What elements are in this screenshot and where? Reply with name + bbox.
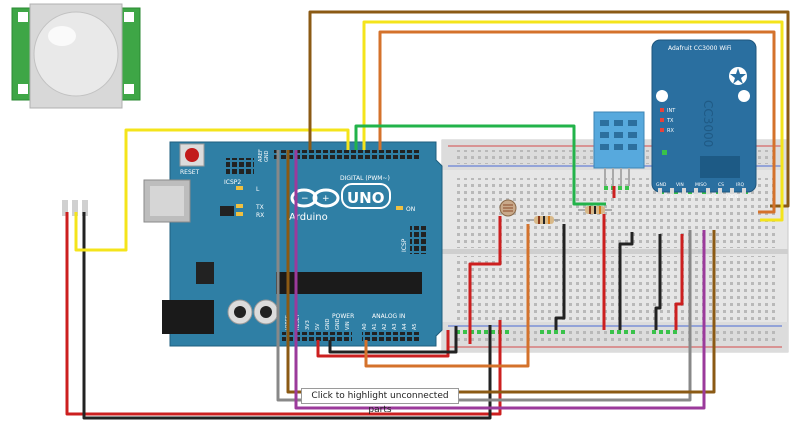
icsp2-header [226,158,254,176]
3v3-label: 3V3 [305,320,311,330]
brown-wire [286,150,716,394]
5v-label: 5V [315,323,321,330]
pir-gnd-wire [82,212,492,420]
cc3000-chip-label: CC3000 [701,100,715,147]
pir-signal-wire [74,128,350,252]
jumper-black [554,224,566,330]
cc3000-pin-irq: IRQ [736,182,744,188]
grey-wire [276,150,692,402]
cc3000-pin-miso: MISO [695,182,707,188]
svg-text:+: + [322,194,330,204]
cc3000-irq-wire [362,20,784,222]
power-label: POWER [332,313,354,320]
jumper-red [674,234,684,330]
purple-wire [294,150,706,410]
power-pin-header [282,332,352,341]
dht-sensor [593,111,645,186]
cc3000-star-logo [729,67,747,85]
cc3000-wifi-board: Adafruit CC3000 WiFi INT TX RX CC3000 GN… [651,39,757,200]
cc3000-pin-gnd: GND [656,182,667,188]
cc3000-cs-wire [378,30,776,214]
cc3000-pin-clk: CLK [686,194,696,200]
a2-label: A2 [382,323,388,330]
cc3000-led-int: INT [667,108,676,114]
aref-label: AREF [258,149,264,162]
brand-label: Arduino [289,212,328,223]
l-led-label: L [256,186,260,193]
analog-wire [364,224,530,368]
reset-button-cap[interactable] [185,148,199,162]
pir-dome [33,11,119,97]
cc3000-led-tx: TX [666,118,674,124]
atmega-chip [276,272,422,294]
digital-label: DIGITAL (PWM~) [340,175,390,182]
cc3000-title: Adafruit CC3000 WiFi [668,45,732,52]
gnd-top-label: GND [264,150,270,162]
dht-data-wire [354,124,606,206]
resistor [526,216,560,224]
jumper-black [654,234,662,330]
arduino-logo: − + [290,188,340,208]
model-label: UNO [347,189,385,207]
a3-label: A3 [392,323,398,330]
dc-power-jack [162,300,214,334]
rx-led-label: RX [256,212,264,219]
reset-pin-label: RESET [295,313,301,330]
wires [65,10,790,420]
arduino-uno-board: RESET ICSP2 L TX RX AREF GND DIGITAL (PW… [143,141,443,347]
vin-label: VIN [345,321,351,330]
on-led-label: ON [406,206,415,213]
5v-wire [316,330,450,358]
tx-led-label: TX [255,204,264,211]
jumper-black [618,232,634,330]
resistor [578,206,612,214]
icsp-header [410,226,428,254]
a4-label: A4 [402,323,408,330]
digital-pin-header [272,150,420,159]
cc3000-pin-3v3: 3V3 [664,194,673,200]
svg-text:−: − [301,194,309,204]
a5-label: A5 [412,323,418,330]
jumper-red [468,216,502,344]
cc3000-pin-vben: VBEN [726,194,738,200]
gnd-label: GND [335,318,341,330]
gnd-label: GND [325,318,331,330]
reset-label: RESET [180,169,200,176]
analog-pin-header [362,332,420,341]
gnd-wire [328,326,458,354]
highlight-unconnected-button[interactable]: Click to highlight unconnected parts [301,388,459,415]
a1-label: A1 [372,323,378,330]
analog-label: ANALOG IN [372,313,405,320]
cc3000-pin-vin: VIN [676,182,684,188]
icsp2-label: ICSP2 [224,179,241,186]
icsp-label: ICSP [401,238,408,252]
photoresistor [499,199,517,217]
pir-motion-sensor [11,3,141,216]
a0-label: A0 [362,323,368,330]
cc3000-pin-mosi: MOSI [706,194,718,200]
cc3000-pin-cs: CS [718,182,724,188]
cc3000-led-rx: RX [667,128,674,134]
